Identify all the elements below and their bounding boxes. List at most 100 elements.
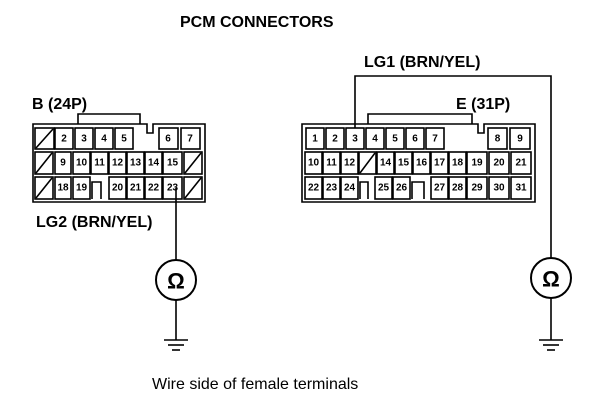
- terminal-e4: [365, 127, 385, 150]
- terminal-e24: [340, 176, 359, 200]
- terminal-e22: [304, 176, 323, 200]
- terminal-e15: [394, 151, 413, 175]
- terminal-e11-label: 11: [326, 158, 337, 169]
- cavity-blank-slash: [359, 152, 376, 174]
- terminal-e9-label: 9: [517, 134, 523, 145]
- terminal-b11: [90, 151, 109, 175]
- terminal-b21: [126, 176, 145, 200]
- connector-e-key-notch: [411, 181, 425, 199]
- cavity-blank-slash: [184, 177, 202, 199]
- terminal-b10: [72, 151, 91, 175]
- connector-e-label: E (31P): [456, 96, 510, 113]
- terminal-e1-label: 1: [312, 134, 318, 145]
- terminal-b13-label: 13: [130, 158, 142, 169]
- terminal-b14-label: 14: [148, 158, 160, 169]
- terminal-b11-label: 11: [94, 158, 105, 169]
- terminal-e12: [340, 151, 359, 175]
- terminal-e14: [376, 151, 395, 175]
- cavity-blank-slash: [35, 128, 54, 149]
- terminal-e22-label: 22: [308, 183, 320, 194]
- terminal-e26: [392, 176, 411, 200]
- terminal-e5: [385, 127, 405, 150]
- terminal-e11: [322, 151, 341, 175]
- terminal-e23: [322, 176, 341, 200]
- terminal-e21: [510, 151, 532, 175]
- terminal-e12-label: 12: [344, 158, 356, 169]
- terminal-e25-label: 25: [378, 183, 390, 194]
- terminal-e17: [430, 151, 449, 175]
- terminal-e2: [325, 127, 345, 150]
- terminal-b19: [72, 176, 91, 200]
- terminal-b23: [162, 176, 183, 200]
- terminal-b7-label: 7: [187, 134, 193, 145]
- connector-b-latch: [77, 113, 141, 124]
- terminal-e7: [425, 127, 445, 150]
- connector-e-row-1: 1 2 3 4 5 6 7 8 9: [305, 127, 531, 150]
- terminal-e4-label: 4: [372, 134, 378, 145]
- terminal-b12: [108, 151, 127, 175]
- connector-b-label: B (24P): [32, 96, 87, 113]
- terminal-e31-label: 31: [515, 183, 527, 194]
- terminal-b6-label: 6: [165, 134, 171, 145]
- terminal-e27: [430, 176, 449, 200]
- terminal-e29-label: 29: [471, 183, 483, 194]
- cavity-blank-slash: [35, 177, 53, 199]
- terminal-b10-label: 10: [76, 158, 88, 169]
- terminal-b23-label: 23: [167, 183, 179, 194]
- terminal-b15-label: 15: [167, 158, 179, 169]
- connector-e-key-notch: [359, 181, 369, 199]
- terminal-e24-label: 24: [344, 183, 356, 194]
- terminal-e16: [412, 151, 431, 175]
- connector-e: 1 2 3 4 5 6 7 8 9 10 11 12: [301, 113, 536, 203]
- lg1-wire-label: LG1 (BRN/YEL): [364, 54, 480, 71]
- terminal-b2: [54, 127, 74, 150]
- terminal-e2-label: 2: [332, 134, 338, 145]
- terminal-e8: [487, 127, 508, 150]
- terminal-e3-label: 3: [352, 134, 358, 145]
- terminal-e17-label: 17: [434, 158, 446, 169]
- diagram-title: PCM CONNECTORS: [180, 14, 334, 31]
- terminal-e28: [448, 176, 467, 200]
- connector-e-latch: [367, 113, 473, 124]
- terminal-e26-label: 26: [396, 183, 408, 194]
- connector-e-row-2: 10 11 12 14 15 16 17 18 19 20 21: [304, 151, 532, 175]
- terminal-b21-label: 21: [130, 183, 142, 194]
- terminal-e20: [488, 151, 510, 175]
- terminal-b12-label: 12: [112, 158, 124, 169]
- terminal-e8-label: 8: [495, 134, 501, 145]
- terminal-b9-label: 9: [60, 158, 66, 169]
- connector-b-key-notch: [91, 181, 102, 199]
- terminal-b6: [158, 127, 179, 150]
- terminal-e30-label: 30: [493, 183, 505, 194]
- terminal-e9: [509, 127, 531, 150]
- terminal-b22-label: 22: [148, 183, 160, 194]
- connector-b-row-2: 9 10 11 12 13 14 15: [34, 151, 203, 175]
- terminal-b18-label: 18: [57, 183, 69, 194]
- terminal-b22: [144, 176, 163, 200]
- terminal-b7: [180, 127, 201, 150]
- terminal-b20: [108, 176, 127, 200]
- ohmmeter-icon: Ω: [530, 257, 572, 299]
- terminal-e7-label: 7: [432, 134, 438, 145]
- terminal-e6-label: 6: [412, 134, 418, 145]
- terminal-e27-label: 27: [434, 183, 446, 194]
- terminal-e21-label: 21: [515, 158, 527, 169]
- terminal-b5-label: 5: [121, 134, 127, 145]
- terminal-e10: [304, 151, 323, 175]
- terminal-e1: [305, 127, 325, 150]
- terminal-e31: [510, 176, 532, 200]
- terminal-b20-label: 20: [112, 183, 124, 194]
- terminal-b5: [114, 127, 134, 150]
- ohmmeter-symbol: Ω: [167, 269, 185, 294]
- ohmmeter-symbol: Ω: [542, 267, 560, 292]
- connector-b-row-3: 18 19 20 21 22 23: [34, 176, 203, 200]
- cavity-blank-slash: [184, 152, 202, 174]
- terminal-e23-label: 23: [326, 183, 338, 194]
- diagram-caption: Wire side of female terminals: [152, 376, 358, 393]
- terminal-e14-label: 14: [380, 158, 392, 169]
- terminal-b4: [94, 127, 114, 150]
- terminal-b4-label: 4: [101, 134, 107, 145]
- terminal-b9: [54, 151, 72, 175]
- terminal-e18: [448, 151, 467, 175]
